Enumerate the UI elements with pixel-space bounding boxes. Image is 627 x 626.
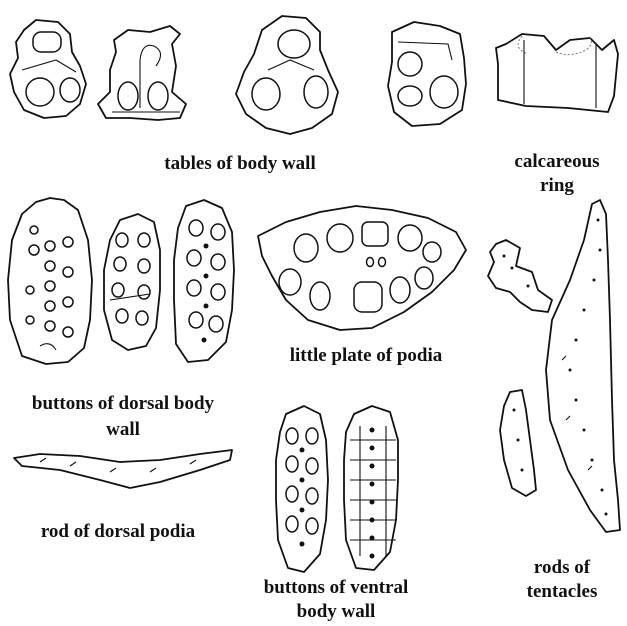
dorsal-button-2: [104, 214, 160, 350]
label-rods-of-tentacles-line2: tentacles: [504, 580, 620, 604]
label-tables-of-body-wall: tables of body wall: [110, 152, 370, 176]
dorsal-button-1: [8, 198, 92, 364]
dorsal-button-3: [174, 200, 234, 362]
label-little-plate-of-podia: little plate of podia: [256, 344, 476, 368]
rod-of-dorsal-podia-drawing: [14, 450, 232, 488]
label-ventral-buttons-line1: buttons of ventral: [250, 576, 422, 600]
ventral-button-2: [344, 406, 398, 570]
label-calcareous-ring-line1: calcareous: [494, 150, 620, 174]
label-ventral-buttons-line2: body wall: [250, 600, 422, 624]
label-rods-of-tentacles-line1: rods of: [504, 556, 620, 580]
label-calcareous-ring-line2: ring: [494, 174, 620, 198]
ventral-button-1: [276, 406, 328, 572]
tentacle-rod-long: [546, 200, 620, 532]
table-ossicle-2: [98, 26, 186, 120]
label-dorsal-buttons-line2: wall: [0, 418, 246, 442]
label-dorsal-buttons-line1: buttons of dorsal body: [0, 392, 246, 416]
table-ossicle-3: [236, 16, 338, 134]
tentacle-rod-branched: [488, 240, 552, 312]
table-ossicle-4: [388, 22, 466, 126]
calcareous-ring-drawing: [496, 34, 618, 112]
little-plate-of-podia-drawing: [258, 206, 466, 330]
label-rod-of-dorsal-podia: rod of dorsal podia: [8, 520, 228, 544]
tentacle-rod-short: [500, 390, 536, 496]
table-ossicle-1: [10, 20, 86, 118]
